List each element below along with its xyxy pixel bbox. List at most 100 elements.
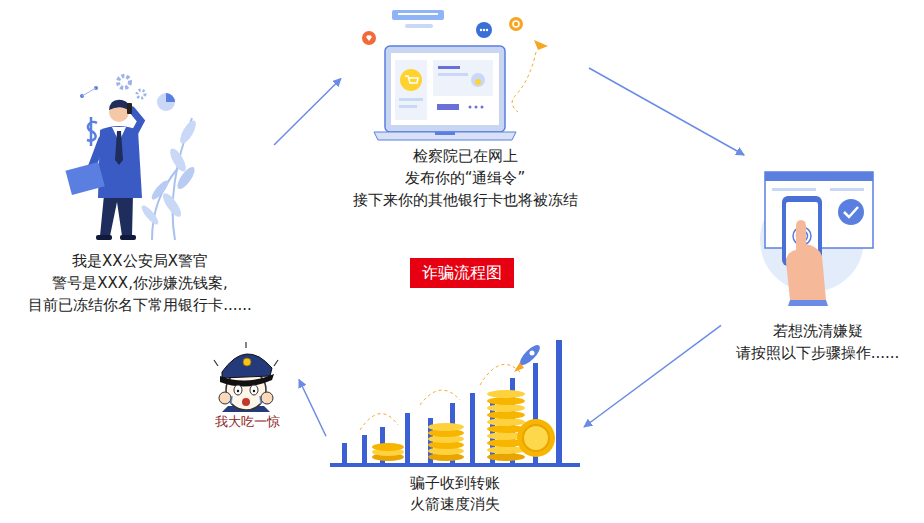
- officer-illustration: [65, 76, 198, 240]
- bar: [556, 340, 562, 463]
- cartoon-officer: [214, 342, 278, 412]
- step-node: 检察院已在网上 发布你的“通缉令” 接下来你的其他银行卡也将被冻结: [341, 5, 589, 215]
- hand: [219, 392, 231, 404]
- coin: [487, 404, 525, 412]
- step-node: 骗子收到转账 火箭速度消失: [326, 335, 584, 519]
- at-icon: [509, 17, 523, 31]
- message-bubble: [392, 10, 444, 20]
- rocket-body: [517, 342, 542, 367]
- bar: [362, 435, 367, 463]
- dot-link: [82, 88, 96, 96]
- laptop-illustration: [362, 10, 548, 140]
- laptop-base: [374, 132, 516, 140]
- screen-card: [395, 60, 427, 120]
- hand: [261, 392, 273, 404]
- step-caption: 我是XX公安局X警官 警号是XXX,你涉嫌洗钱案, 目前已冻结你名下常用银行卡.…: [6, 250, 274, 316]
- chart-title: 诈骗流程图: [410, 258, 514, 288]
- screen-card: [433, 60, 493, 96]
- chat-dot: [486, 29, 488, 31]
- coin: [487, 453, 525, 461]
- hand: [786, 220, 826, 300]
- step-caption: 若想洗清嫌疑 请按照以下步骤操作......: [721, 320, 914, 364]
- pie-slice: [166, 93, 175, 102]
- screen-dot: [469, 106, 472, 109]
- bar: [470, 393, 475, 463]
- gear-icon: [118, 76, 130, 88]
- flow-arrow: [274, 79, 341, 146]
- pupil: [253, 390, 255, 392]
- heart-mark: [366, 35, 372, 41]
- sleeve: [788, 300, 828, 306]
- card-header: [765, 172, 873, 181]
- shoe: [96, 235, 112, 240]
- step-node: 我是XX公安局X警官 警号是XXX,你涉嫌洗钱案, 目前已冻结你名下常用银行卡.…: [6, 70, 274, 320]
- pupil: [237, 390, 239, 392]
- big-coin: [517, 419, 555, 457]
- screen-dot: [481, 106, 484, 109]
- baseline: [330, 463, 580, 467]
- gear-icon: [137, 90, 145, 98]
- leaf: [167, 146, 189, 174]
- dotted-trail: [512, 52, 536, 112]
- shoe: [120, 235, 136, 240]
- eye: [234, 385, 242, 395]
- step-caption: 检察院已在网上 发布你的“通缉令” 接下来你的其他银行卡也将被冻结: [341, 145, 589, 211]
- coin: [487, 446, 525, 454]
- dollar-symbol: [87, 117, 97, 146]
- mouth: [242, 398, 250, 406]
- money-illustration: [330, 340, 580, 467]
- eye: [250, 385, 258, 395]
- chat-icon: [476, 22, 492, 38]
- bulb-icon: [475, 79, 481, 85]
- leaf: [149, 178, 171, 202]
- screen-line: [399, 105, 417, 108]
- folder: [65, 162, 104, 195]
- flow-arrow: [299, 380, 326, 437]
- coin: [487, 411, 525, 419]
- message-line: [398, 13, 438, 15]
- legs: [100, 195, 133, 236]
- laptop-notch: [435, 132, 455, 135]
- step-node: 若想洗清嫌疑 请按照以下步骤操作......: [721, 155, 914, 368]
- check-badge: [838, 199, 864, 225]
- coin: [487, 390, 525, 398]
- rocket-window: [530, 351, 535, 356]
- laptop-screen: [385, 46, 505, 132]
- hair: [109, 100, 129, 111]
- cap-peak: [220, 374, 274, 387]
- check-mark: [844, 207, 858, 217]
- phone: [127, 103, 132, 114]
- step-node: 我大吃一惊: [196, 335, 299, 434]
- screen-button: [437, 104, 459, 110]
- cap-badge: [243, 358, 251, 366]
- card-line: [772, 188, 816, 191]
- heart-icon: [362, 31, 376, 45]
- step-caption: 我大吃一惊: [196, 413, 299, 430]
- cart-badge: [400, 69, 422, 91]
- at-mark: [513, 21, 519, 27]
- card-line: [830, 188, 864, 191]
- screen-line: [438, 73, 468, 76]
- cap: [222, 354, 272, 378]
- message-bubble: [405, 24, 433, 28]
- shock-lines: [214, 342, 278, 366]
- screen-line: [399, 98, 423, 101]
- leaf: [177, 118, 199, 146]
- coin: [428, 423, 464, 431]
- cart-symbol: [405, 76, 418, 83]
- bar: [405, 413, 410, 463]
- phone-illustration: [760, 172, 873, 306]
- big-coin-face: [523, 425, 549, 451]
- flow-arrow: [589, 68, 744, 155]
- arm: [132, 110, 141, 134]
- screen-panel: [391, 53, 499, 125]
- step-caption: 骗子收到转账 火箭速度消失: [326, 473, 584, 515]
- flow-arrow: [584, 325, 721, 427]
- pie-icon: [157, 93, 175, 111]
- screen-dot: [475, 106, 478, 109]
- chat-dot: [480, 29, 482, 31]
- tie: [115, 131, 123, 165]
- coin: [487, 397, 525, 405]
- chat-dot: [483, 29, 485, 31]
- cloud-icon: [471, 73, 485, 87]
